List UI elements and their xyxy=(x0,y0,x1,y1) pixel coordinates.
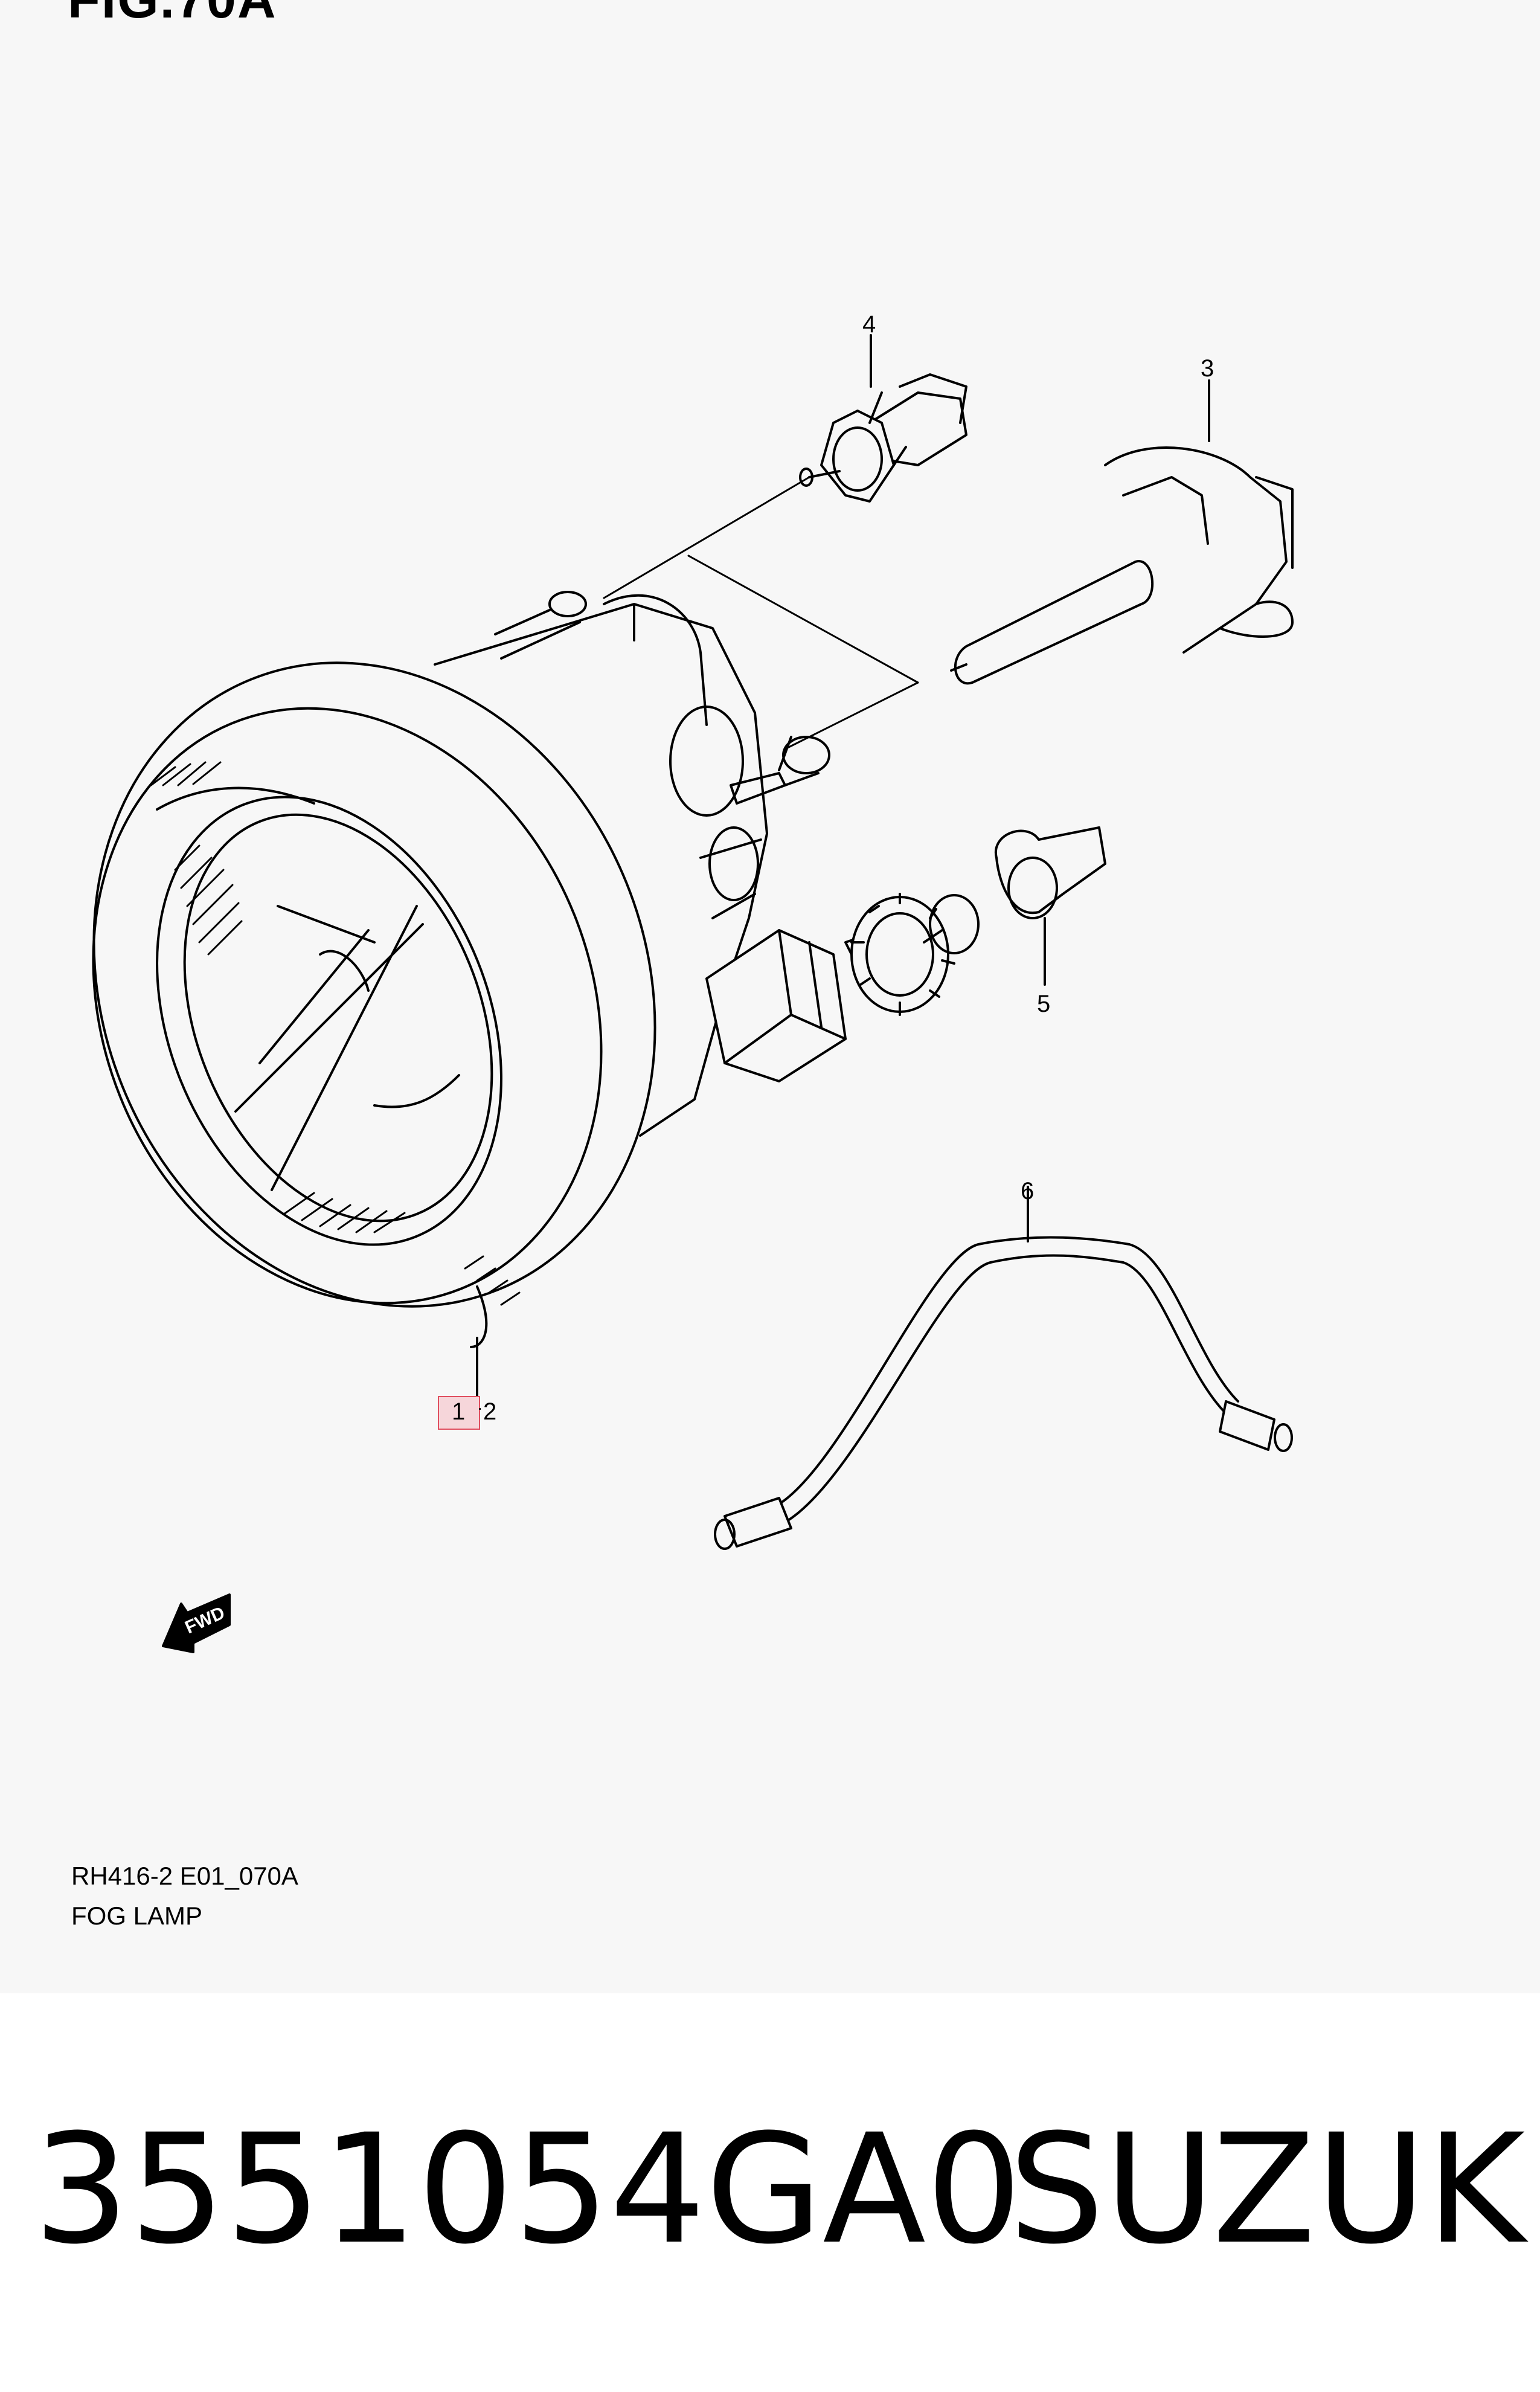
part-number-caption: 3551054GA0 xyxy=(33,2101,1022,2277)
callout-5[interactable]: 5 xyxy=(1037,991,1051,1017)
callout-4[interactable]: 4 xyxy=(862,311,876,338)
reference-name: FOG LAMP xyxy=(71,1902,203,1930)
forward-arrow-icon: FWD xyxy=(162,1593,231,1653)
callout-1[interactable]: 1 xyxy=(452,1398,466,1425)
part-3-bulb xyxy=(950,379,1294,685)
callout-2[interactable]: 2 xyxy=(483,1398,497,1425)
exploded-parts-diagram: FWD xyxy=(92,334,1294,1653)
callout-6[interactable]: 6 xyxy=(1021,1178,1035,1204)
diagram-panel: FIG.70A xyxy=(68,0,1294,1930)
reference-code: RH416-2 E01_070A xyxy=(71,1862,298,1890)
callout-3[interactable]: 3 xyxy=(1201,355,1214,382)
part-5-wedge-bulb xyxy=(994,826,1106,986)
part-6-wiring-harness xyxy=(714,1186,1293,1550)
fog-lamp-assembly xyxy=(92,591,847,1406)
part-4-socket-connector xyxy=(799,334,967,503)
brand-caption: SUZUKI xyxy=(1009,2101,1540,2277)
highlighted-callout-box[interactable] xyxy=(438,1396,480,1430)
bulb-socket xyxy=(844,893,980,1016)
figure-title: FIG.70A xyxy=(68,0,277,30)
callout-separator-dot: · xyxy=(477,1398,483,1417)
